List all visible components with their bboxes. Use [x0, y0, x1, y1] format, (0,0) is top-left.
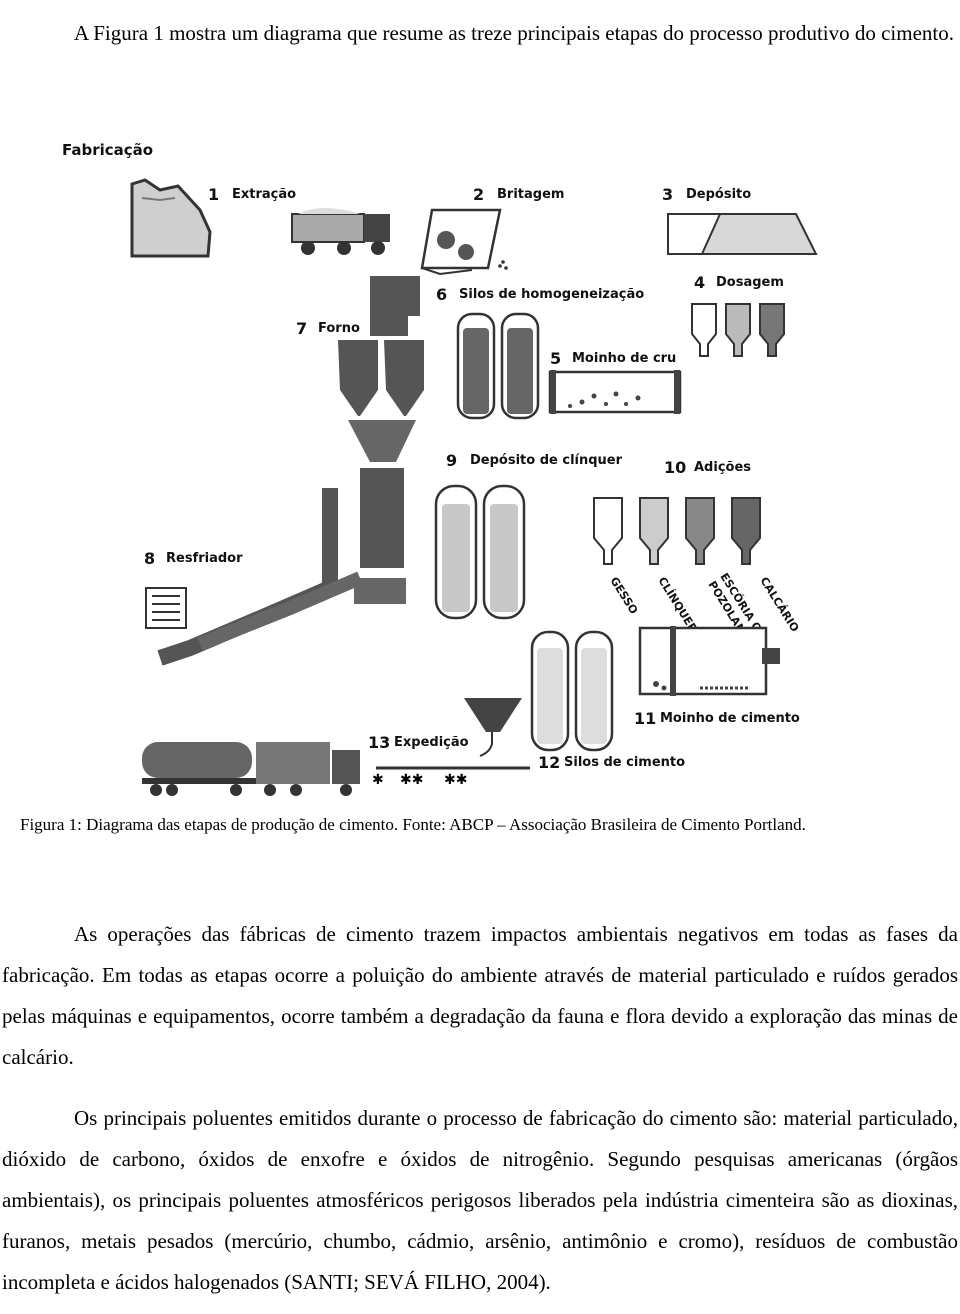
step-8-label: Resfriador [166, 551, 243, 566]
step-3-number: 3 [662, 185, 673, 204]
cement-process-diagram: Fabricação 1 Extração 2 Britagem 3 Depós… [62, 141, 818, 796]
step-2-label: Britagem [497, 187, 564, 202]
dump-truck-icon [291, 208, 390, 255]
svg-text:✱✱: ✱✱ [400, 772, 423, 788]
step-1-label: Extração [232, 187, 296, 202]
body-paragraph-2: Os principais poluentes emitidos durante… [2, 1106, 958, 1294]
rotary-kiln-icon [157, 488, 363, 666]
step-12-number: 12 [538, 753, 560, 772]
step-8-number: 8 [144, 549, 155, 568]
figure-title: Fabricação [62, 141, 153, 159]
kiln-tower-icon [338, 276, 424, 604]
figure-caption: Figura 1: Diagrama das etapas de produçã… [20, 815, 806, 834]
addition-gesso: GESSO [607, 575, 640, 617]
cargo-truck-icon [256, 742, 360, 796]
step-9-label: Depósito de clínquer [470, 453, 623, 468]
cement-mill-icon [638, 626, 780, 696]
step-4-number: 4 [694, 273, 705, 292]
step-5-number: 5 [550, 349, 561, 368]
crusher-illustration [420, 208, 508, 276]
raw-mill-icon [548, 370, 682, 414]
clinker-deposit-silos-icon [434, 484, 526, 620]
step-7-label: Forno [318, 321, 360, 336]
step-13-number: 13 [368, 733, 390, 752]
depot-illustration [667, 213, 818, 255]
cooler-icon [145, 587, 187, 629]
conveyor-belt-icon: ✱ ✱✱ ✱✱ [372, 772, 467, 788]
step-12-label: Silos de cimento [564, 755, 685, 770]
step-13-label: Expedição [394, 735, 469, 750]
step-7-number: 7 [296, 319, 307, 338]
step-11-number: 11 [634, 709, 656, 728]
step-1-number: 1 [208, 185, 219, 204]
cement-silos-icon [530, 630, 614, 752]
dosage-hoppers-icon [691, 303, 785, 357]
tanker-truck-icon [142, 742, 272, 796]
step-10-number: 10 [664, 458, 686, 477]
step-10-label: Adições [694, 460, 751, 475]
homogenization-silos-icon [456, 312, 540, 420]
quarry-illustration [130, 178, 212, 258]
step-4-label: Dosagem [716, 275, 784, 290]
addition-calcario: CALCÁRIO [757, 575, 801, 635]
step-11-label: Moinho de cimento [660, 711, 800, 726]
svg-text:✱: ✱ [372, 772, 384, 788]
step-6-number: 6 [436, 285, 447, 304]
step-2-number: 2 [473, 185, 484, 204]
step-9-number: 9 [446, 451, 457, 470]
addition-clinquer: CLÍNQUER [655, 575, 700, 635]
intro-paragraph: A Figura 1 mostra um diagrama que resume… [74, 21, 955, 45]
body-paragraph-1: As operações das fábricas de cimento tra… [2, 922, 958, 1069]
shipping-funnel-icon [376, 698, 530, 770]
step-3-label: Depósito [686, 187, 751, 202]
step-6-label: Silos de homogeneização [459, 287, 644, 302]
additions-hoppers-icon [593, 497, 761, 565]
step-5-label: Moinho de cru [572, 351, 676, 366]
svg-text:✱✱: ✱✱ [444, 772, 467, 788]
